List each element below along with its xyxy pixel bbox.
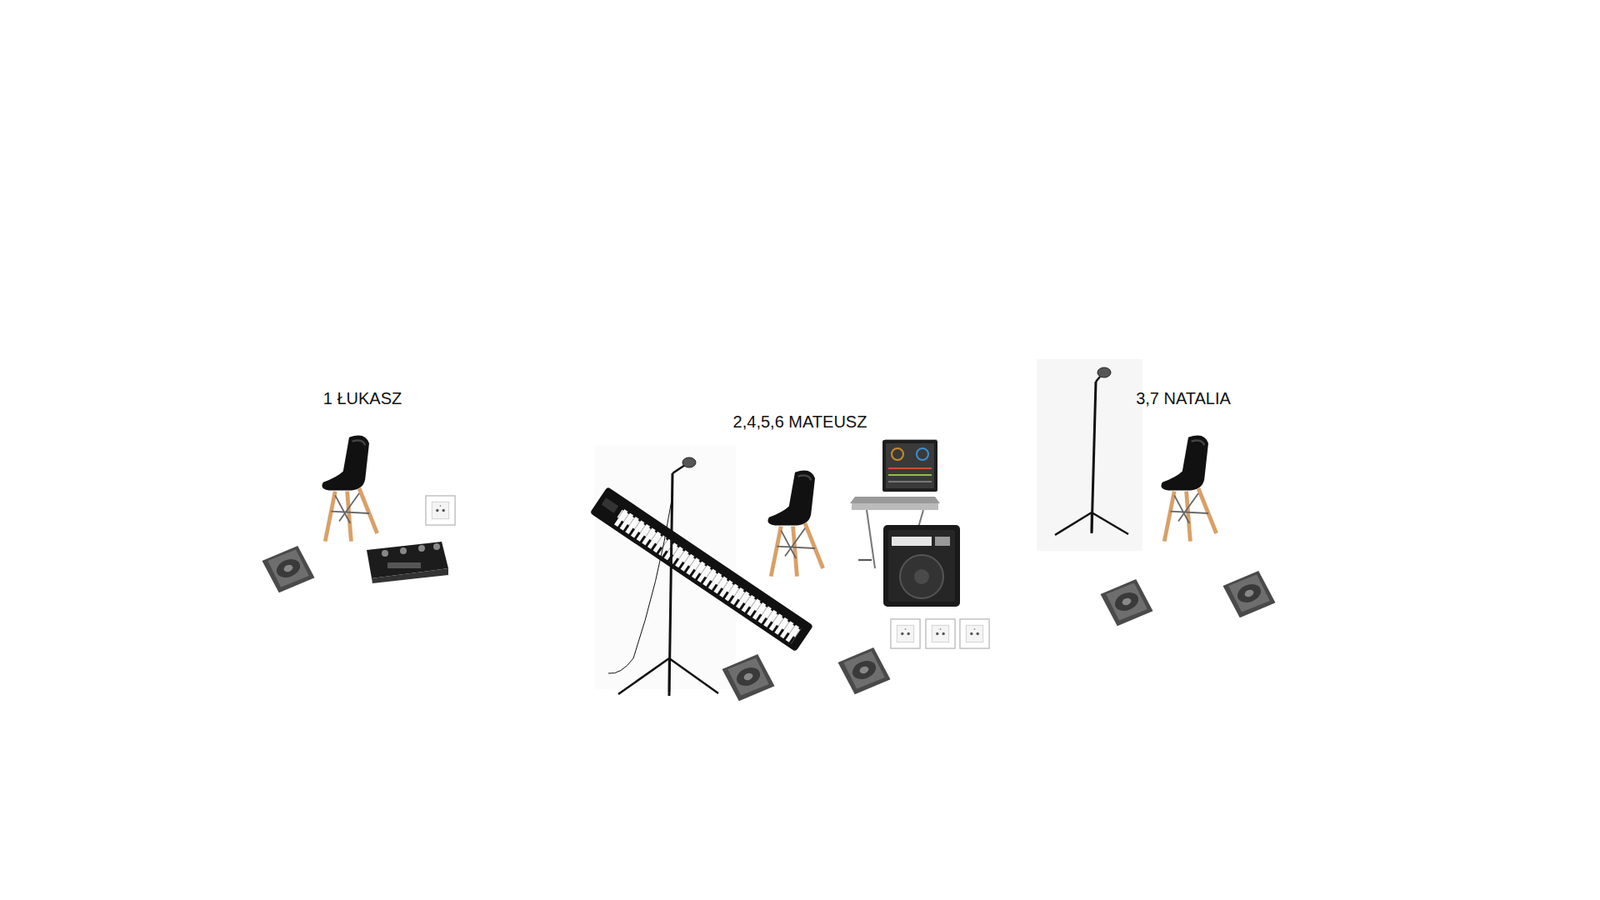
photo-background [1036,359,1143,551]
power-socket [925,619,955,649]
power-socket [425,495,455,525]
stage-monitor [722,654,775,701]
performer-label: 2,4,5,6 MATEUSZ [733,411,868,432]
stage-monitor [1223,570,1276,618]
pedal-board [366,541,449,584]
keyboard [590,486,814,652]
stage-monitor [1100,579,1154,626]
chair [767,470,823,576]
chair [1160,435,1216,541]
bass-amplifier [883,525,960,607]
stage-monitor [838,647,891,695]
stage-monitor [262,545,315,593]
laptop [882,439,938,498]
power-socket [960,619,990,649]
performer-label: 3,7 NATALIA [1135,388,1231,409]
microphone-stand [608,457,719,696]
power-socket [890,619,920,649]
chair [321,435,377,541]
microphone-stand [1055,367,1129,535]
performer-label: 1 ŁUKASZ [323,388,402,409]
